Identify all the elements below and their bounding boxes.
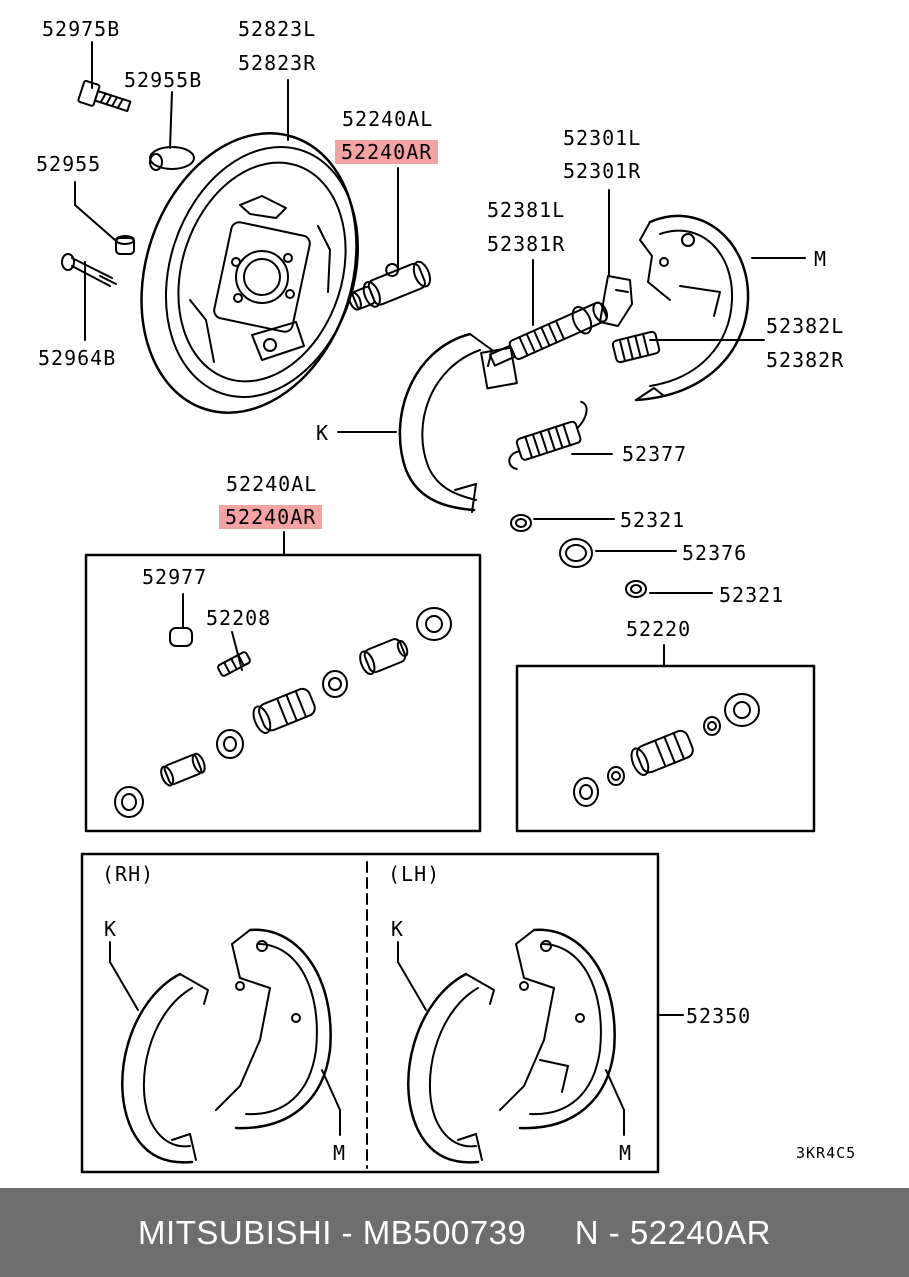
- label-52955: 52955: [36, 152, 102, 176]
- label-52382r: 52382R: [766, 348, 845, 372]
- footer-separator-2: -: [599, 1213, 630, 1251]
- label-52350: 52350: [686, 1004, 752, 1028]
- label-52240al-mid: 52240AL: [226, 472, 318, 496]
- label-m-rh: M: [333, 1141, 347, 1165]
- label-52220: 52220: [626, 617, 692, 641]
- label-52321-upper: 52321: [620, 508, 686, 532]
- footer-ref-number: 52240AR: [629, 1213, 771, 1251]
- label-lh: (LH): [388, 862, 441, 886]
- footer-separator: -: [331, 1213, 363, 1251]
- label-52301r: 52301R: [563, 159, 642, 183]
- footer-brand: MITSUBISHI: [138, 1213, 332, 1251]
- label-52377: 52377: [622, 442, 688, 466]
- label-ref-code: 3KR4C5: [796, 1144, 857, 1162]
- label-rh: (RH): [102, 862, 155, 886]
- footer-banner: MITSUBISHI - MB500739 N - 52240AR: [0, 1188, 909, 1277]
- label-m-lh: M: [619, 1141, 633, 1165]
- exploded-parts-diagram: [61, 41, 816, 1174]
- label-52823r: 52823R: [238, 51, 317, 75]
- footer-part-number: MB500739: [362, 1213, 527, 1251]
- footer-n-label: N: [574, 1213, 600, 1251]
- footer-gap: [526, 1214, 574, 1252]
- label-m-top: M: [814, 247, 828, 271]
- label-52376: 52376: [682, 541, 748, 565]
- label-52955b: 52955B: [124, 68, 203, 92]
- label-52382l: 52382L: [766, 314, 845, 338]
- label-52381l: 52381L: [487, 198, 566, 222]
- label-52240ar-top-highlight: 52240AR: [335, 140, 439, 164]
- label-52977: 52977: [142, 565, 208, 589]
- label-52964b: 52964B: [38, 346, 117, 370]
- label-52301l: 52301L: [563, 126, 642, 150]
- label-52321-lower: 52321: [719, 583, 785, 607]
- label-52208: 52208: [206, 606, 272, 630]
- label-k-lh: K: [391, 917, 405, 941]
- label-52240al-top: 52240AL: [342, 107, 434, 131]
- label-52975b: 52975B: [42, 17, 121, 41]
- label-52823l: 52823L: [238, 17, 317, 41]
- label-k-rh: K: [104, 917, 118, 941]
- label-k-top: K: [316, 421, 330, 445]
- label-52240ar-mid-highlight: 52240AR: [219, 505, 323, 529]
- label-52381r: 52381R: [487, 232, 566, 256]
